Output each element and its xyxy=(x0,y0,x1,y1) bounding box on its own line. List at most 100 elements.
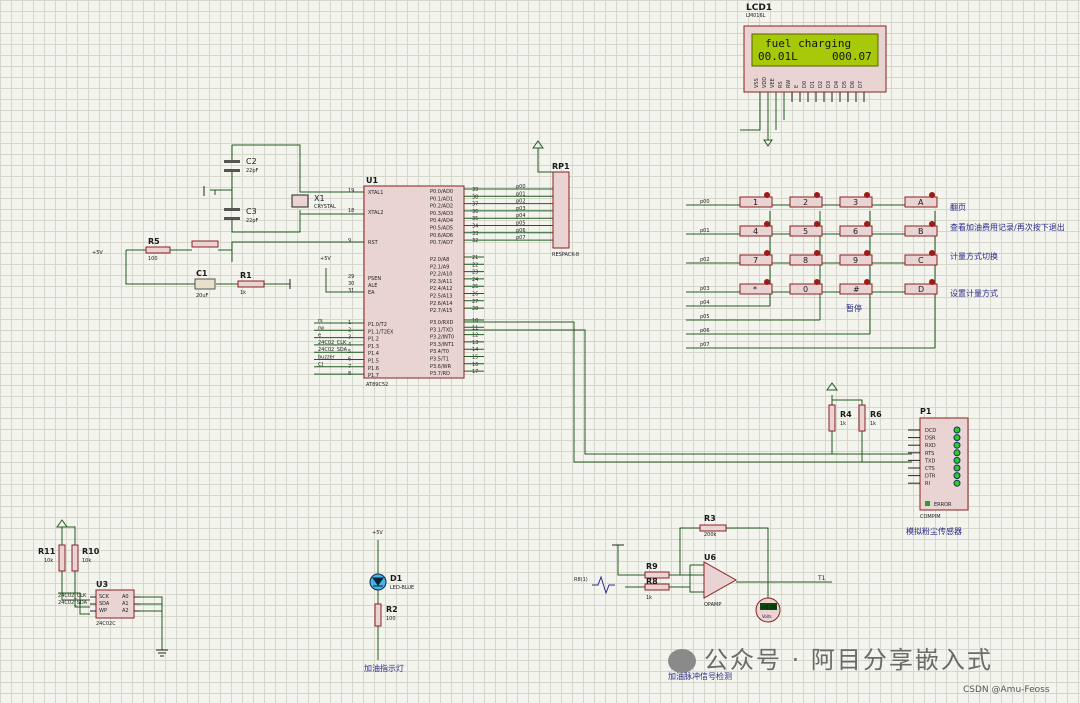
resistor-r10[interactable] xyxy=(71,544,79,572)
r4-val: 1k xyxy=(840,421,846,427)
mcu-p0-net: p01 xyxy=(516,191,526,197)
mcu-p0-net: p02 xyxy=(516,199,526,205)
mcu-left-pin-num: 18 xyxy=(348,208,354,214)
mcu-p3-pin-label: P3.4/T0 xyxy=(430,349,449,355)
lcd-ref: LCD1 xyxy=(746,3,772,13)
lcd-pin-label: RS xyxy=(778,81,784,88)
keypad-key[interactable]: 7 xyxy=(739,250,773,266)
mcu-p2-pin-label: P2.6/A14 xyxy=(430,301,452,307)
keypad-key[interactable]: 0 xyxy=(789,279,823,295)
keypad-key[interactable]: 4 xyxy=(739,221,773,237)
keypad-key[interactable]: 9 xyxy=(839,250,873,266)
mcu-left-pin-num: 30 xyxy=(348,281,354,287)
keypad-key-label: 2 xyxy=(803,198,808,207)
keypad-key[interactable]: B xyxy=(904,221,938,237)
mcu-p2-pin-num: 23 xyxy=(472,270,478,276)
watermark: 公众号 · 阿目分享嵌入式 xyxy=(668,640,993,675)
keypad-col-net: p07 xyxy=(700,342,710,348)
r4-vcc-icon xyxy=(826,382,838,391)
mcu-p1-net: rs xyxy=(318,318,323,324)
keypad-key-label: B xyxy=(918,227,924,236)
p1-status-led xyxy=(953,441,961,449)
eeprom-ground-icon xyxy=(156,649,168,657)
resistor-r1[interactable] xyxy=(237,280,265,288)
key-note-history: 查看加油费用记录/再次按下退出 xyxy=(950,222,1065,232)
keypad-key[interactable]: 3 xyxy=(839,192,873,208)
mcu-ref: U1 xyxy=(366,176,378,185)
mcu-p2-pin-num: 25 xyxy=(472,284,478,290)
keypad-row-net: p03 xyxy=(700,286,710,292)
resistor-r4[interactable] xyxy=(828,404,836,432)
p1-status-led xyxy=(953,434,961,442)
resistor-r6[interactable] xyxy=(858,404,866,432)
mcu-p2-pin-num: 28 xyxy=(472,306,478,312)
mcu-p3-pin-num: 17 xyxy=(472,369,478,375)
eeprom-left-pin: SDA xyxy=(99,601,110,607)
keypad-key[interactable]: D xyxy=(904,279,938,295)
r11-val: 10k xyxy=(44,558,53,564)
mcu-p1-pin-label: P1.1/T2EX xyxy=(368,329,394,335)
key-note-set-mode: 设置计量方式 xyxy=(950,288,998,298)
lcd-pin-label: VEE xyxy=(770,78,776,88)
mcu-p2-pin-label: P2.2/A10 xyxy=(430,272,452,278)
r2-val: 100 xyxy=(386,616,396,622)
keypad-key[interactable]: 5 xyxy=(789,221,823,237)
p1-status-led xyxy=(953,464,961,472)
mcu-p2-pin-label: P2.3/A11 xyxy=(430,279,452,285)
keypad-key-label: 3 xyxy=(853,198,858,207)
mcu-u1[interactable]: 19XTAL118XTAL29RST29PSEN30ALE31EA1P1.0/T… xyxy=(348,185,484,379)
eeprom-left-pin: WP xyxy=(99,608,107,614)
mcu-p2-pin-label: P2.0/A8 xyxy=(430,257,449,263)
mcu-p0-pin-num: 34 xyxy=(472,224,478,230)
key-note-mode-switch: 计量方式切换 xyxy=(950,251,998,261)
resistor-r11[interactable] xyxy=(58,544,66,572)
mcu-p0-pin-label: P0.6/AD6 xyxy=(430,233,453,239)
respack-rp1[interactable] xyxy=(552,171,570,249)
keypad-key[interactable]: A xyxy=(904,192,938,208)
cap-c2[interactable] xyxy=(224,160,240,163)
lcd-pin-label: D3 xyxy=(826,81,832,88)
mcu-p1-pin-label: P1.6 xyxy=(368,366,379,372)
opamp-u6[interactable] xyxy=(703,561,738,599)
keypad-key[interactable]: C xyxy=(904,250,938,266)
resistor-r3[interactable] xyxy=(699,524,727,532)
p1-pin-label: DTR xyxy=(925,474,936,480)
lcd-line2-left: 00.01L xyxy=(758,50,798,63)
mcu-left-pin-label: ALE xyxy=(368,283,377,289)
keypad-key[interactable]: 1 xyxy=(739,192,773,208)
resistor-r2[interactable] xyxy=(374,603,382,627)
mcu-p3-pin-num: 10 xyxy=(472,318,478,324)
keypad-key[interactable]: 2 xyxy=(789,192,823,208)
voltmeter-value: +0.00 xyxy=(761,605,776,611)
keypad-key[interactable]: * xyxy=(739,279,773,295)
reset-button[interactable] xyxy=(191,240,219,248)
mcu-left-pin-label: EA xyxy=(368,290,375,296)
mcu-p2-pin-label: P2.4/A12 xyxy=(430,286,452,292)
cap-c3[interactable] xyxy=(224,208,240,211)
keypad-key[interactable]: 8 xyxy=(789,250,823,266)
r9-ref: R9 xyxy=(646,562,658,571)
r4-ref: R4 xyxy=(840,410,852,419)
mcu-p3-pin-num: 15 xyxy=(472,355,478,361)
resistor-r8[interactable] xyxy=(644,583,670,591)
lcd-pin-label: D2 xyxy=(818,81,824,88)
mcu-left-pin-num: 29 xyxy=(348,274,354,280)
rp1-ref: RP1 xyxy=(552,162,570,171)
led-caption: 加油指示灯 xyxy=(364,663,404,673)
keypad-key[interactable]: 6 xyxy=(839,221,873,237)
mcu-p3-pin-num: 14 xyxy=(472,347,478,353)
keypad-key-label: 5 xyxy=(803,227,808,236)
opamp-input-label: R8(1) xyxy=(574,577,588,583)
keypad-key-label: 9 xyxy=(853,256,858,265)
cap-c1[interactable] xyxy=(194,278,216,290)
resistor-r5[interactable] xyxy=(145,246,171,254)
resistor-r9[interactable] xyxy=(644,571,670,579)
keypad-key[interactable]: # xyxy=(839,279,873,295)
mcu-p1-pin-label: P1.4 xyxy=(368,351,379,357)
keypad-row-net: p01 xyxy=(700,228,710,234)
crystal-x1[interactable] xyxy=(291,194,309,208)
cap-c2-ref: C2 xyxy=(246,157,257,166)
